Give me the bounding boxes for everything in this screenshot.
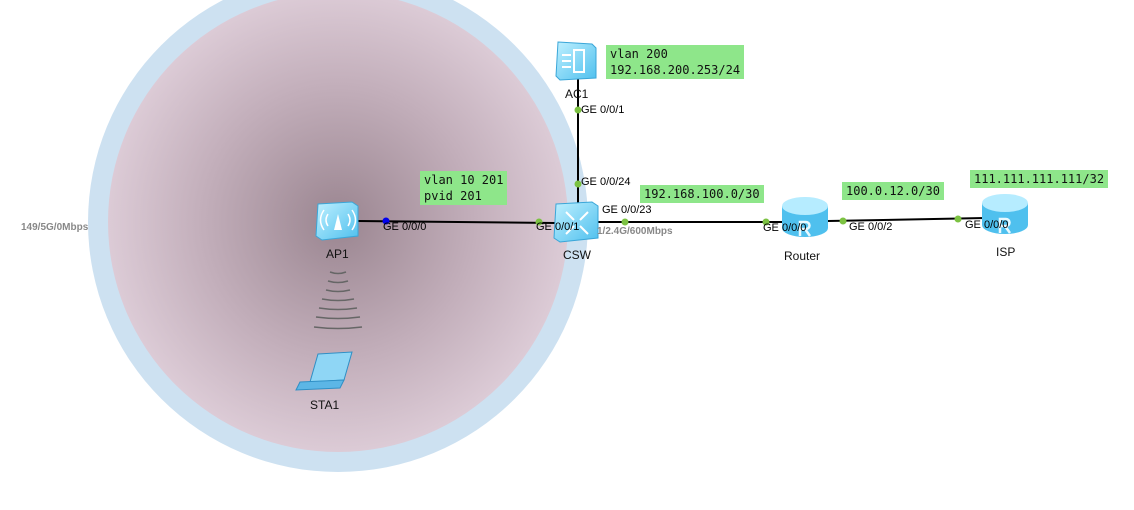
port-dots [382, 106, 962, 226]
note-router-isp-subnet: 100.0.12.0/30 [842, 182, 944, 200]
note-ac1-line2: 192.168.200.253/24 [610, 63, 741, 77]
note-csw-router-subnet: 192.168.100.0/30 [640, 185, 764, 203]
link-ap1-csw[interactable] [357, 220, 556, 224]
router-label: Router [784, 249, 821, 263]
ap-rate-2g-label: 1/2.4G/600Mbps [597, 226, 673, 237]
ap-rate-5g-label: 149/5G/0Mbps [21, 222, 89, 233]
sta1-label: STA1 [310, 398, 340, 412]
port-label-ac1-g001: GE 0/0/1 [581, 104, 625, 116]
note-ap-line1: vlan 10 201 [424, 173, 504, 187]
wifi-signal-icon [313, 271, 363, 330]
port-label-router-g000: GE 0/0/0 [763, 222, 807, 234]
ac1-device-icon[interactable] [555, 41, 597, 81]
csw-label: CSW [563, 248, 591, 262]
ac1-label: AC1 [565, 87, 589, 101]
port-label-csw-g0023: GE 0/0/23 [602, 204, 652, 216]
sta1-laptop-icon[interactable] [295, 351, 353, 391]
ap1-label: AP1 [326, 247, 349, 261]
port-label-router-g002: GE 0/0/2 [849, 221, 893, 233]
isp-label: ISP [996, 245, 1016, 259]
note-ap-vlan: vlan 10 201 pvid 201 [420, 171, 508, 205]
router-device-icon[interactable] [782, 197, 828, 237]
note-isp-address: 111.111.111.111/32 [970, 170, 1109, 188]
ap1-device-icon[interactable] [315, 201, 359, 241]
note-ac1: vlan 200 192.168.200.253/24 [606, 45, 745, 79]
note-ac1-line1: vlan 200 [610, 47, 668, 61]
csw-device-icon[interactable] [553, 201, 599, 243]
port-label-isp-g000: GE 0/0/0 [965, 219, 1009, 231]
port-label-csw-g001: GE 0/0/1 [536, 221, 580, 233]
port-label-ap1-g000: GE 0/0/0 [383, 221, 427, 233]
isp-router-device-icon[interactable] [982, 194, 1028, 234]
port-label-csw-g0024: GE 0/0/24 [581, 176, 631, 188]
note-ap-line2: pvid 201 [424, 189, 482, 203]
